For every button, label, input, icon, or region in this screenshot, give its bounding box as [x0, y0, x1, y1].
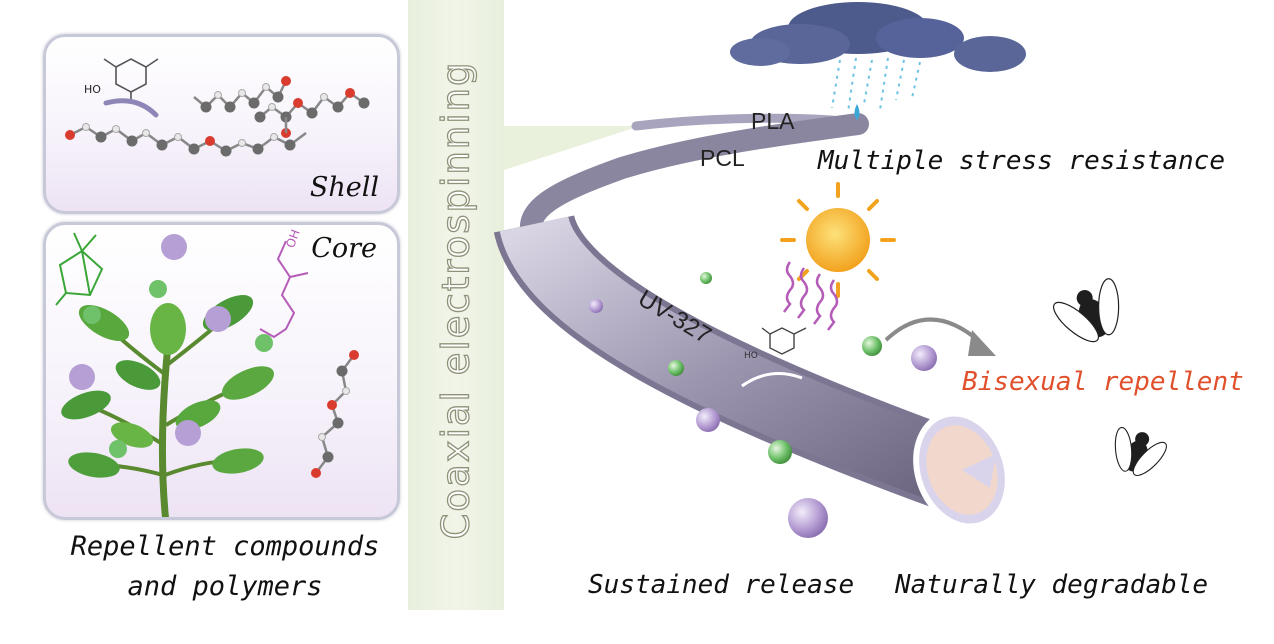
green-sphere: [149, 280, 167, 298]
water-drop-icon: [854, 104, 860, 120]
stress-resistance-caption: Multiple stress resistance: [818, 146, 1225, 176]
fiber-bend: [520, 113, 869, 251]
core-label: Core: [311, 233, 377, 264]
shell-label: Shell: [309, 172, 379, 203]
core-illustration: OH: [55, 228, 359, 517]
pcl-label: PCL: [700, 145, 745, 171]
hydroxyl-fiber-text: HO: [744, 351, 758, 361]
shell-panel: HO: [43, 34, 400, 214]
green-sphere: [668, 360, 684, 376]
purple-sphere: [911, 345, 937, 371]
left-caption: Repellent compounds and polymers: [50, 527, 400, 607]
uv327-structure: [761, 327, 807, 355]
sustained-release-caption: Sustained release: [588, 570, 855, 600]
ball-stick-chain-4: [311, 350, 359, 478]
green-sphere: [768, 440, 792, 464]
hydroxyl-text: HO: [84, 83, 101, 96]
left-caption-line1: Repellent compounds: [70, 531, 380, 562]
purple-sphere: [69, 364, 95, 390]
uv327-arc: [741, 372, 803, 388]
process-strip: [408, 0, 504, 610]
fly-icon: [1053, 278, 1120, 343]
phenol-structure: [103, 58, 159, 103]
beam: [504, 126, 640, 170]
purple-sphere: [589, 299, 603, 313]
release-arrow-icon: [884, 317, 982, 344]
uv-waves-icon: [783, 261, 839, 331]
sun-icon: [780, 182, 896, 298]
purple-sphere: [696, 408, 720, 432]
green-sphere: [109, 440, 127, 458]
pla-label: PLA: [751, 108, 795, 134]
camphor-structure: [55, 232, 104, 306]
purple-sphere: [161, 234, 187, 260]
green-sphere: [83, 306, 101, 324]
ball-stick-chain-2: [193, 76, 291, 113]
linker-arc: [103, 98, 159, 118]
ball-stick-chain-1: [65, 123, 307, 157]
alcohol-structure: [259, 240, 309, 339]
left-caption-line2: and polymers: [127, 571, 323, 602]
green-sphere: [700, 272, 712, 284]
purple-sphere: [205, 306, 231, 332]
rain-icon: [831, 57, 921, 113]
arrow-head-icon: [968, 330, 996, 356]
purple-sphere: [175, 420, 201, 446]
green-sphere: [255, 334, 273, 352]
core-panel: OH: [43, 222, 400, 520]
cloud-icon: [730, 2, 1026, 72]
naturally-degradable-caption: Naturally degradable: [895, 570, 1209, 600]
hydroxyl-core-text: OH: [283, 228, 302, 250]
bisexual-repellent-caption: Bisexual repellent: [962, 367, 1244, 397]
purple-sphere: [788, 498, 828, 538]
fiber-core-cut: [962, 454, 996, 488]
shell-molecules: HO: [65, 58, 370, 157]
ball-stick-chain-3: [254, 88, 370, 138]
fly-icon: [1114, 426, 1167, 477]
green-sphere: [862, 336, 882, 356]
fiber-body-sheen: [499, 214, 972, 507]
